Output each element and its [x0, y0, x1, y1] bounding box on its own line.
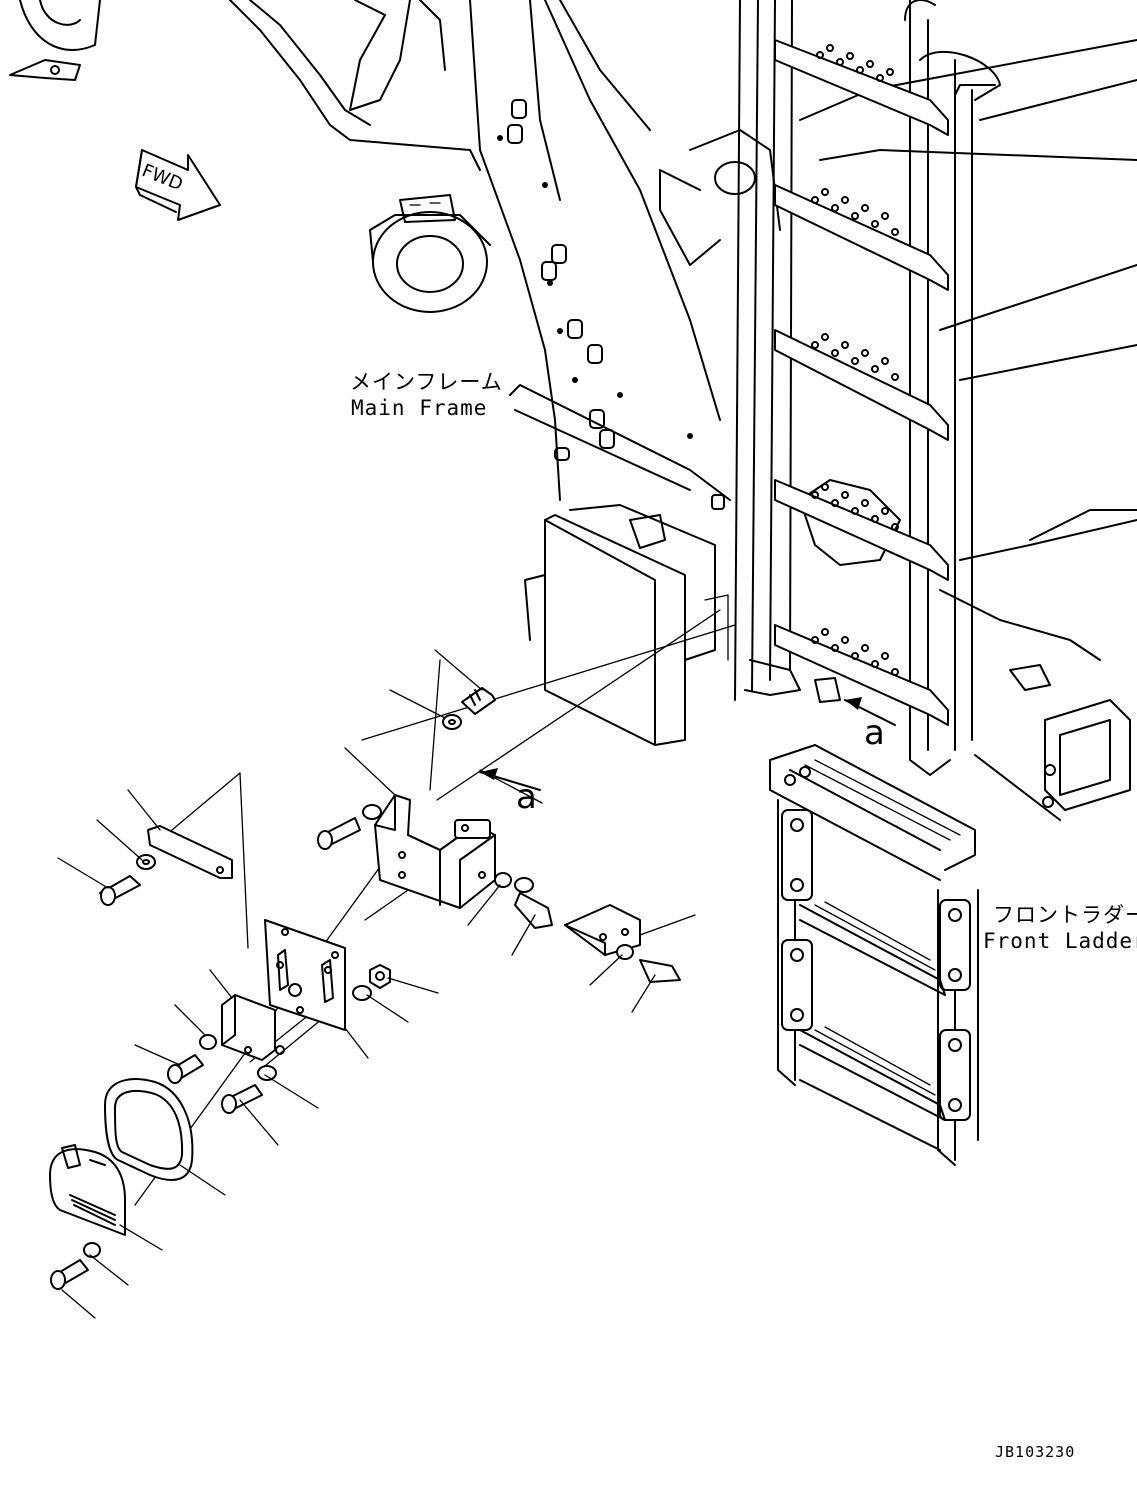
front-ladder-label-jp: フロントラダー — [993, 903, 1137, 927]
view-arrow-lower — [845, 697, 895, 725]
bolt-left-bracket — [318, 805, 381, 849]
front-ladder-label-en: Front Ladder — [983, 929, 1137, 953]
view-arrow-upper — [480, 768, 540, 790]
lamp-bolts — [168, 1035, 276, 1113]
front-ladder — [770, 745, 978, 1165]
ladder-step-1 — [775, 40, 948, 135]
callout-leaders — [58, 650, 695, 1318]
front-ladder-rung-links — [782, 767, 970, 1120]
lamp-body — [222, 995, 284, 1060]
ladder-step-2 — [775, 185, 948, 290]
frame-pivot-boss — [370, 195, 490, 312]
upper-ladder — [735, 0, 1000, 775]
drawing-code: JB103230 — [995, 1443, 1076, 1461]
view-a-label-lower: a — [864, 713, 885, 753]
nuts — [353, 965, 390, 1000]
ladder-step-5 — [775, 625, 948, 725]
main-frame-label-jp: メインフレーム — [350, 370, 503, 394]
lens-gasket — [105, 1079, 192, 1180]
work-light-assembly — [50, 610, 735, 1318]
main-frame-label-en: Main Frame — [351, 396, 488, 420]
fwd-direction-arrow — [136, 150, 220, 220]
cover-plate-small — [100, 826, 232, 905]
bolt-top — [443, 688, 495, 729]
view-a-label-upper: a — [516, 777, 537, 817]
lens-cover — [50, 1145, 125, 1235]
frame-fasteners — [497, 100, 724, 509]
ladder-step-4 — [775, 480, 948, 580]
light-bracket — [375, 795, 495, 908]
bolt-mid — [495, 873, 552, 928]
lens-bolt — [51, 1243, 100, 1289]
battery-box — [525, 505, 728, 745]
ladder-mount-bracket — [1043, 700, 1130, 810]
angle-clip — [565, 905, 680, 982]
light-base-plate — [265, 920, 345, 1030]
main-frame — [10, 0, 1137, 820]
ladder-step-3 — [775, 330, 948, 440]
